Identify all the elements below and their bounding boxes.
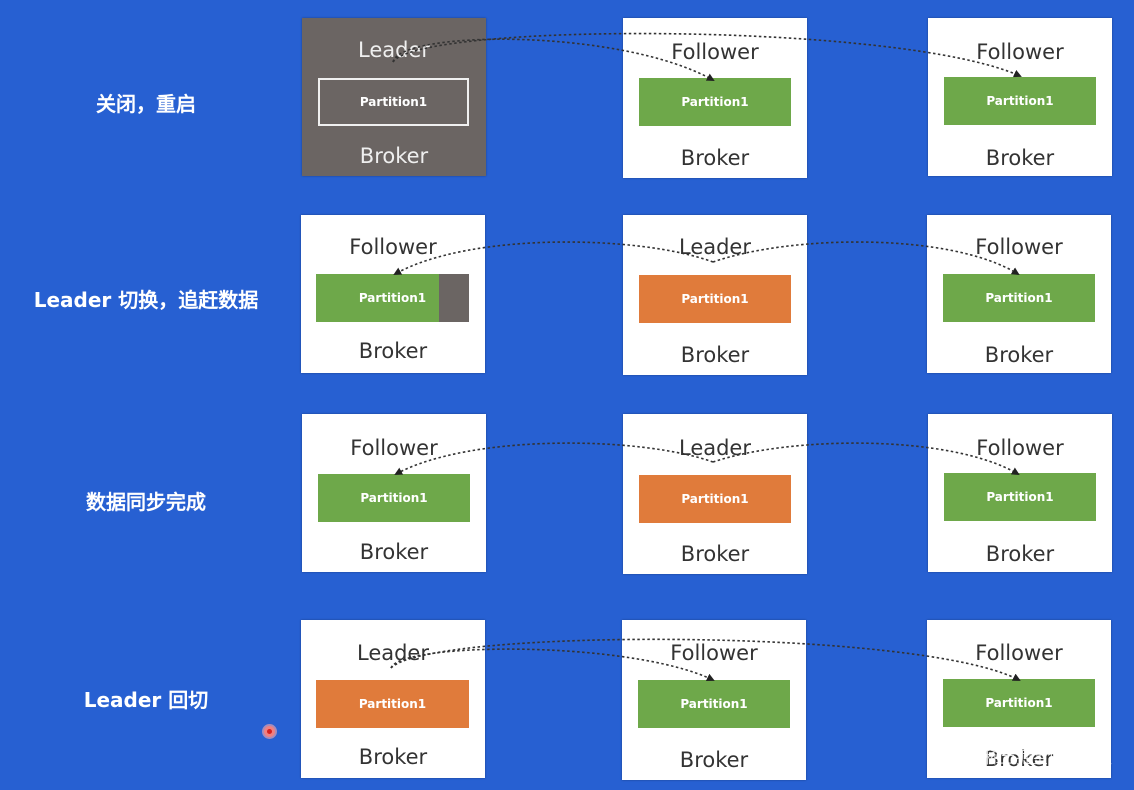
broker-label: Broker (679, 748, 749, 772)
broker-label: Broker (358, 745, 428, 769)
broker-r2-c3: Follower Partition1 Broker (927, 215, 1111, 373)
broker-r4-c2: Follower Partition1 Broker (622, 620, 806, 780)
partition-label: Partition1 (681, 95, 749, 109)
partition-box: Partition1 (943, 679, 1095, 727)
broker-label: Broker (984, 343, 1054, 367)
broker-r3-c2: Leader Partition1 Broker (623, 414, 807, 574)
partition-box: Partition1 (639, 78, 791, 126)
broker-role: Leader (356, 641, 429, 665)
row-label-leader-switch: Leader 切换，追赶数据 (33, 288, 259, 312)
broker-label: Broker (985, 146, 1055, 170)
broker-r1-c2: Follower Partition1 Broker (623, 18, 807, 178)
watermark: @稀土掘金技术社区 (967, 748, 1112, 767)
partition-label: Partition1 (360, 491, 428, 505)
pointer-dot (264, 726, 275, 737)
partition-label: Partition1 (681, 292, 749, 306)
broker-r2-c1: Follower Partition1 Broker (301, 215, 485, 373)
broker-role: Leader (357, 38, 430, 62)
broker-role: Follower (671, 40, 759, 64)
broker-role: Leader (678, 436, 751, 460)
partition-box: Partition1 (316, 274, 469, 322)
broker-role: Follower (976, 436, 1064, 460)
partition-label: Partition1 (681, 492, 749, 506)
partition-label: Partition1 (358, 697, 427, 711)
partition-box: Partition1 (316, 680, 469, 728)
broker-role: Follower (349, 235, 437, 259)
broker-r1-c3: Follower Partition1 Broker (928, 18, 1112, 176)
broker-role: Follower (976, 40, 1064, 64)
broker-label: Broker (359, 540, 429, 564)
partition-label: Partition1 (986, 490, 1054, 504)
partition-box: Partition1 (944, 473, 1096, 521)
partition-box: Partition1 (638, 680, 790, 728)
broker-r3-c1: Follower Partition1 Broker (302, 414, 486, 572)
broker-label: Broker (358, 339, 428, 363)
row-label-sync-complete: 数据同步完成 (86, 490, 206, 514)
broker-r3-c3: Follower Partition1 Broker (928, 414, 1112, 572)
broker-r4-c1: Leader Partition1 Broker (301, 620, 485, 778)
partition-label: Partition1 (359, 95, 428, 109)
broker-label: Broker (985, 542, 1055, 566)
broker-label: Broker (359, 144, 429, 168)
broker-label: Broker (680, 343, 750, 367)
partition-label: Partition1 (985, 291, 1053, 305)
broker-role: Follower (975, 235, 1063, 259)
replication-lag-segment (439, 274, 469, 322)
partition-box: Partition1 (943, 274, 1095, 322)
broker-role: Follower (670, 641, 758, 665)
broker-label: Broker (680, 542, 750, 566)
partition-box: Partition1 (944, 77, 1096, 125)
broker-role: Follower (975, 641, 1063, 665)
partition-box: Partition1 (639, 475, 791, 523)
partition-label: Partition1 (358, 291, 427, 305)
broker-r2-c2: Leader Partition1 Broker (623, 215, 807, 375)
broker-role: Leader (678, 235, 751, 259)
broker-label: Broker (984, 747, 1054, 771)
partition-label: Partition1 (986, 94, 1054, 108)
partition-label: Partition1 (680, 697, 748, 711)
partition-box: Partition1 (318, 78, 469, 126)
broker-r1-c1: Leader Partition1 Broker (302, 18, 486, 176)
broker-label: Broker (680, 146, 750, 170)
partition-box: Partition1 (318, 474, 470, 522)
row-label-leader-switchback: Leader 回切 (83, 688, 209, 712)
partition-label: Partition1 (985, 696, 1053, 710)
broker-role: Follower (350, 436, 438, 460)
partition-box: Partition1 (639, 275, 791, 323)
row-label-restart: 关闭，重启 (96, 92, 196, 116)
